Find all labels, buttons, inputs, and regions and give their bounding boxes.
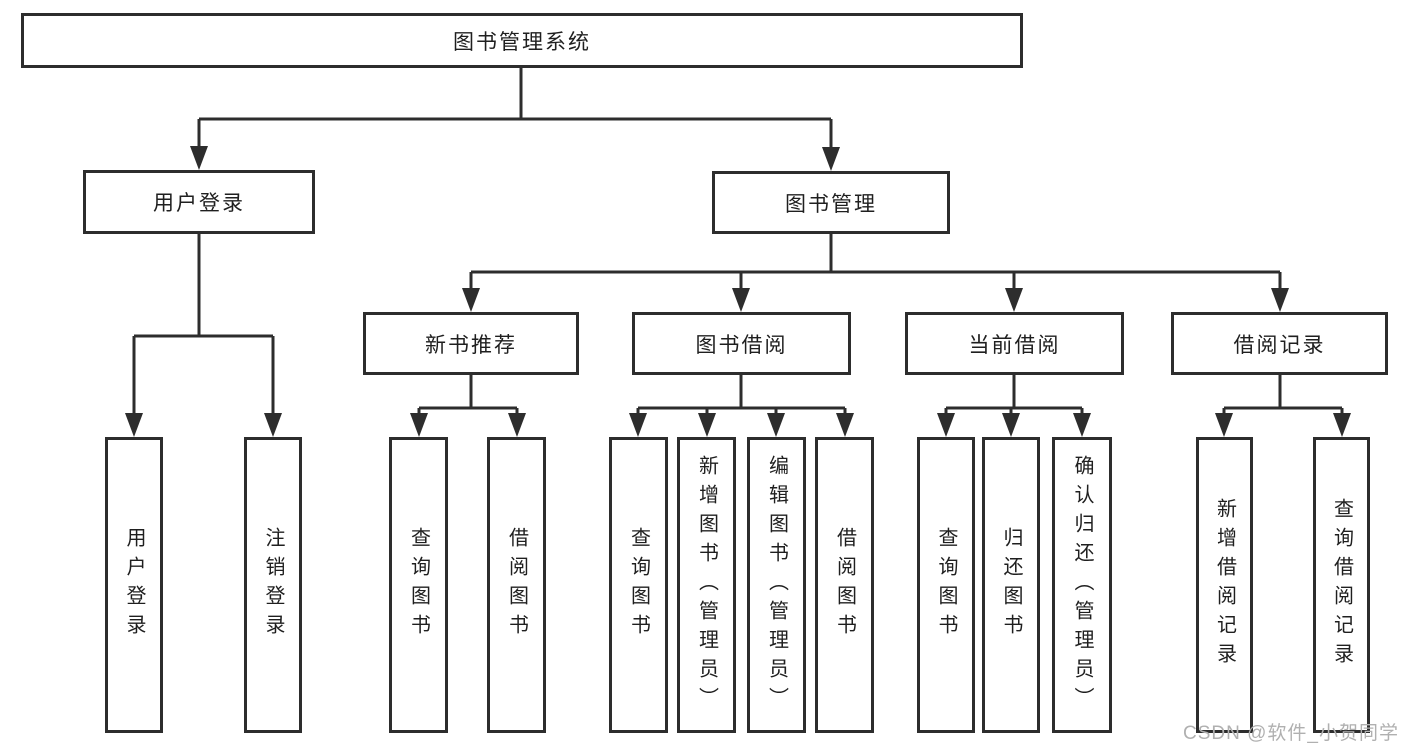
leaf-label: 注销登录	[262, 527, 284, 643]
node-current-borrowing: 当前借阅	[905, 312, 1124, 375]
arrowhead-icon	[264, 413, 282, 437]
connector-line	[132, 68, 1344, 416]
node-book-borrowing: 图书借阅	[632, 312, 851, 375]
leaf-user-login: 用户登录	[105, 437, 163, 733]
leaf-current-query-books: 查询图书	[917, 437, 975, 733]
node-borrow-records: 借阅记录	[1171, 312, 1388, 375]
leaf-label: 确认归还（管理员）	[1071, 454, 1093, 716]
leaf-recommend-query-books: 查询图书	[389, 437, 448, 733]
leaf-records-add-borrow-record: 新增借阅记录	[1196, 437, 1253, 733]
node-new-book-recommend: 新书推荐	[363, 312, 579, 375]
leaf-borrowing-query-books: 查询图书	[609, 437, 668, 733]
leaf-label: 查询借阅记录	[1330, 498, 1353, 672]
arrowhead-icon	[462, 288, 480, 312]
leaf-current-return-books: 归还图书	[982, 437, 1040, 733]
arrowhead-icon	[629, 413, 647, 437]
arrowhead-icon	[508, 413, 526, 437]
arrowhead-icon	[1333, 413, 1351, 437]
arrowhead-icon	[190, 146, 208, 170]
leaf-label: 用户登录	[123, 527, 145, 643]
leaf-recommend-borrow-books: 借阅图书	[487, 437, 546, 733]
leaf-label: 借阅图书	[505, 527, 528, 643]
node-book-management: 图书管理	[712, 171, 950, 234]
node-user-login: 用户登录	[83, 170, 315, 234]
arrowhead-icon	[1215, 413, 1233, 437]
arrowhead-icon	[1005, 288, 1023, 312]
leaf-current-confirm-return-admin: 确认归还（管理员）	[1052, 437, 1112, 733]
arrowhead-icon	[125, 413, 143, 437]
leaf-label: 新增借阅记录	[1213, 498, 1236, 672]
arrowhead-icon	[1271, 288, 1289, 312]
arrowhead-icon	[767, 413, 785, 437]
leaf-label: 归还图书	[1000, 527, 1022, 643]
arrowhead-icon	[937, 413, 955, 437]
leaf-borrowing-add-books-admin: 新增图书（管理员）	[677, 437, 736, 733]
node-library-management-system: 图书管理系统	[21, 13, 1023, 68]
arrowhead-icon	[732, 288, 750, 312]
arrowhead-icon	[698, 413, 716, 437]
leaf-label: 借阅图书	[833, 527, 856, 643]
arrowhead-icon	[410, 413, 428, 437]
arrowhead-icon	[1002, 413, 1020, 437]
leaf-label: 查询图书	[935, 527, 957, 643]
leaf-borrowing-borrow-books: 借阅图书	[815, 437, 874, 733]
arrowhead-icon	[1073, 413, 1091, 437]
leaf-label: 新增图书（管理员）	[695, 454, 718, 716]
arrowheads-group	[125, 146, 1351, 437]
leaf-label: 查询图书	[407, 527, 430, 643]
arrowhead-icon	[822, 147, 840, 171]
leaf-logout-login: 注销登录	[244, 437, 302, 733]
leaf-records-query-borrow-record: 查询借阅记录	[1313, 437, 1370, 733]
leaf-label: 编辑图书（管理员）	[765, 454, 788, 716]
csdn-watermark: CSDN @软件_小贺同学	[1183, 723, 1399, 744]
arrowhead-icon	[836, 413, 854, 437]
leaf-borrowing-edit-books-admin: 编辑图书（管理员）	[747, 437, 806, 733]
leaf-label: 查询图书	[627, 527, 650, 643]
